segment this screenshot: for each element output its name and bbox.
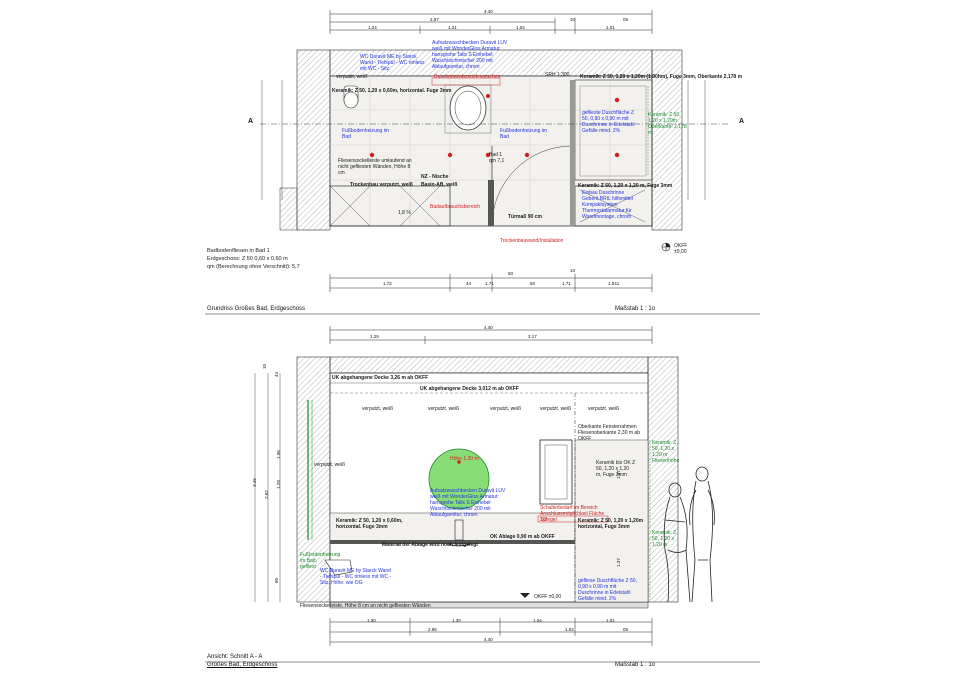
- section-bottom-dim-5: 2.96: [428, 627, 437, 632]
- section-bottom-dim-1: 1.30: [367, 618, 376, 623]
- section-left-dim-6: 44: [274, 371, 280, 378]
- section-v2: verputzt, weiß: [428, 406, 460, 412]
- section-left-dim-7: 10: [262, 363, 268, 370]
- plan-bottom-dim-7: 50: [508, 271, 514, 276]
- plan-dim-297: 2.97: [430, 17, 439, 22]
- plan-bath-label: Bad 1 qm 7,1: [489, 152, 505, 164]
- section-dim-317: 3.17: [528, 334, 537, 339]
- section-left-dim-4: 1.28: [275, 480, 281, 489]
- plan-dim-124: 1.24: [368, 25, 377, 30]
- plan-area-note-2: Erdgeschoss: Z 50 0,60 x 0,60 m: [207, 256, 288, 262]
- section-window-label: Oberkante Fensterrahmen Fliesenoberkante…: [578, 424, 640, 442]
- section-basin-label: Aufsatzwaschbecken Duravit LUV weiß mit …: [430, 488, 506, 518]
- plan-scale: Maßstab 1 : 1o: [615, 306, 656, 312]
- section-bottom-dim-8: 4.40: [484, 637, 493, 642]
- plan-bottom-dim-1: 1.72: [383, 281, 392, 286]
- section-tile-left: Keramik: Z 50, 1,20 x 0,60m, horizontal.…: [336, 518, 403, 530]
- section-mark-left: A: [248, 118, 254, 125]
- section-dim-total: 4.40: [484, 325, 493, 330]
- plan-dim-05: 05: [623, 17, 629, 22]
- section-left-dim-5: 60: [274, 577, 280, 584]
- plan-floorheat-2: Fußbodenheizung im Bad: [500, 128, 547, 140]
- section-right-dim-2: 1.37: [615, 558, 621, 567]
- section-bottom-dim-2: 1.30: [452, 618, 461, 623]
- plan-red-note: Duschrinnenbereich vorsehen: [434, 74, 501, 80]
- section-left-dim-1: 3.45: [251, 478, 257, 487]
- section-left-dim-2: 2.82: [263, 490, 269, 499]
- section-scale: Maßstab 1 : 1o: [615, 662, 656, 668]
- section-v5: verputzt, weiß: [588, 406, 620, 412]
- plan-floorheat-1: Fußbodenheizung im Bad: [342, 128, 389, 140]
- plan-bottom-dim-3: 1.71: [485, 281, 494, 286]
- section-red-note-1: Schalterbedarf im Bereich Anschlussmögli…: [540, 505, 605, 523]
- plan-caption: Grundriss Großes Bad, Erdgeschoss: [207, 306, 306, 312]
- section-uk-2: UK abgehangene Decke 3,012 m ab OKFF: [420, 386, 519, 392]
- section-bottom-dim-4: 1.01: [606, 618, 615, 623]
- section-wc-label: WC Duravit ME by Starck Wand - Tiefspül …: [320, 568, 392, 586]
- section-mark-right: A: [739, 118, 745, 125]
- plan-okff-label: OKFF ±0,00: [674, 243, 688, 255]
- plan-wc-label: WC Duravit ME by Starck Wand - Tiefspül …: [360, 54, 425, 72]
- section-bottom-dim-7: 05: [623, 627, 629, 632]
- section-uk-1: UK abgehangene Decke 3,26 m ab OKFF: [332, 375, 429, 381]
- plan-tile-label-1: Keramik: Z 50, 1,20 x 0,60m, horizontal.…: [332, 88, 452, 94]
- section-green-2: Keramik: Z 50, 1,20 x 1,20 m: [652, 530, 677, 548]
- section-v1: verputzt, weiß: [362, 406, 394, 412]
- section-shower-label: gefliese Duschfläche Z 50, 0,90 x 0,90 m…: [578, 578, 637, 602]
- plan-dim-121: 1.21: [448, 25, 457, 30]
- plan-wall-label: verputzt, weiß: [336, 74, 368, 80]
- plan-shower-label: geflieste Duschfläche Z 50, 0,90 x 0,90 …: [582, 110, 635, 134]
- plan-bottom-dim-5: 1.71: [562, 281, 571, 286]
- plan-dim-101: 1.01: [606, 25, 615, 30]
- section-bottom-dim-6: 1.02: [565, 627, 574, 632]
- human-figures: [663, 466, 715, 603]
- section-mirror-height: Höhe 1,20 m: [450, 456, 479, 462]
- section-okff-label: OKFF ±0,00: [534, 594, 562, 600]
- plan-area-note-1: Badbodenfliesen in Bad 1: [207, 248, 270, 254]
- section-right-tile-label: Keramik bis OK Z 50, 1,20 x 1,20 m, Fuge…: [596, 460, 636, 478]
- section-left-dim-3: 1.96: [275, 450, 281, 459]
- plan-view: [205, 10, 760, 315]
- plan-green-label: Keramik: Z 50, 1,20 x 1,20m Oberkante: 2…: [648, 112, 687, 136]
- plan-red-small-2: Trockenbauwand/Installation: [500, 238, 564, 244]
- section-red-note-2: Spiegel: [540, 517, 557, 523]
- section-dim-129: 1.29: [370, 334, 379, 339]
- plan-skirt-label: Fliesensockelleiste umlaufend an nicht g…: [338, 158, 412, 176]
- section-floorheat-label: Fußbodenheizung im Bad, gefliest: [300, 552, 341, 570]
- section-bottom-dim-3: 1.04: [533, 618, 542, 623]
- section-green-1: Keramik: Z 50, 1,20 x 1,20 m Fliesenhöhe: [652, 440, 680, 464]
- plan-bottom-dim-6: 1.041: [608, 281, 620, 286]
- plan-bottom-dim-2: 44: [466, 281, 472, 286]
- plan-area-note-3: qm (Berechnung ohne Verschnitt): 5,7: [207, 264, 300, 270]
- plan-door-label: Türmaß 90 cm: [508, 214, 542, 220]
- plan-dim-10: 10: [570, 17, 576, 22]
- plan-basin-label: Aufsatzwaschbecken Duravit LUV weiß mit …: [432, 40, 508, 70]
- section-caption-2: Großes Bad, Erdgeschoss: [207, 662, 278, 668]
- plan-id-label: SRH 1,300: [545, 72, 570, 78]
- section-ok-label: OK Ablage 0,90 m ab OKFF: [490, 534, 555, 540]
- plan-red-small: Badaufbrauchsbereich: [430, 204, 481, 210]
- plan-niche-label: NZ - Nische: [421, 174, 449, 180]
- plan-basin-ab-label: Basin-AB, weiß: [421, 182, 458, 188]
- section-v3: verputzt, weiß: [490, 406, 522, 412]
- section-tile-right: Keramik: Z 50, 1,20 x 1,20m horizontal, …: [578, 518, 644, 530]
- plan-tile-label-2: Keramik: Z 50, 1,20 x 1,20m (1,90hm), Fu…: [580, 74, 743, 80]
- plan-wall-dry-label: Trockenbau verputzt, weiß: [350, 182, 413, 188]
- plan-dim-102: 1.02: [516, 25, 525, 30]
- section-caption-1: Ansicht: Schnitt A - A: [207, 654, 263, 660]
- plan-dim-total: 4.40: [484, 9, 493, 14]
- plan-shower-label-2: Einbau Duschrinne Geberit BRIL hilfsmitt…: [582, 190, 633, 220]
- section-v4: verputzt, weiß: [540, 406, 572, 412]
- plan-dim-small: 1,8 %: [398, 210, 411, 216]
- plan-tile-bottom-label: Keramik: Z 50, 1,20 x 1,20 m, Fuge 3mm: [578, 183, 673, 189]
- plan-bottom-dim-4: 50: [530, 281, 536, 286]
- section-ablage-label: Material der Ablage wird noch festgelegt: [382, 542, 478, 548]
- section-v6: verputzt, weiß: [314, 462, 346, 468]
- section-skirt-label: Fliesensockelleiste, Höhe 8 cm an nicht …: [300, 603, 431, 609]
- section-view: [205, 326, 760, 663]
- plan-bottom-dim-8: 10: [570, 268, 576, 273]
